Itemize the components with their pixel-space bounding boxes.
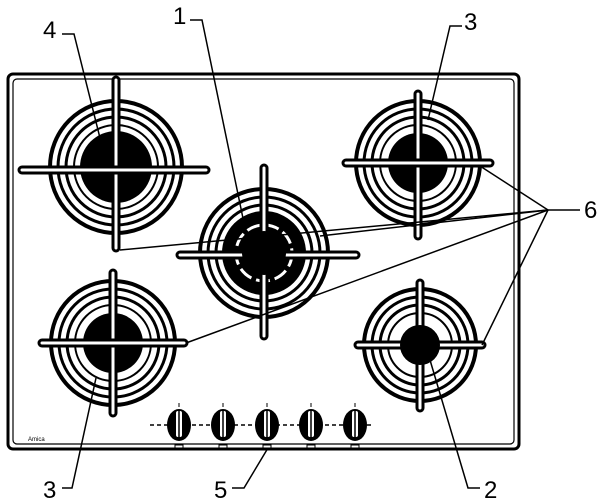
pan-support-icon bbox=[37, 268, 189, 418]
brand-mark: Amica bbox=[28, 437, 45, 443]
burner-semi-rapid-top bbox=[341, 89, 495, 241]
burner-semi-rapid-bottom bbox=[37, 268, 189, 418]
burner-rapid bbox=[17, 75, 211, 253]
burner-auxiliary bbox=[353, 278, 487, 413]
leader-lines bbox=[62, 19, 580, 489]
control-knob-icon bbox=[299, 403, 323, 451]
leader-auxiliary-burner bbox=[429, 359, 480, 489]
control-knob-icon bbox=[343, 403, 367, 451]
leader-wok-burner bbox=[190, 19, 246, 229]
pan-support-icon bbox=[341, 89, 495, 241]
leader-semi-rapid-bottom bbox=[62, 377, 97, 489]
leader-semi-rapid-top bbox=[427, 25, 462, 121]
control-knob-icon bbox=[211, 403, 235, 451]
leader-control-knobs bbox=[232, 447, 269, 489]
callout-rapid-burner: 4 bbox=[43, 17, 56, 44]
control-knobs bbox=[150, 403, 372, 451]
pan-support-icon bbox=[17, 75, 211, 253]
control-knob-icon bbox=[167, 403, 191, 451]
callout-semi-rapid-top: 3 bbox=[464, 9, 477, 36]
control-knob-icon bbox=[255, 403, 279, 451]
callout-auxiliary-burner: 2 bbox=[484, 477, 497, 503]
callout-wok-burner: 1 bbox=[173, 3, 186, 30]
leader-rapid-burner bbox=[62, 33, 101, 139]
burner-wok bbox=[175, 163, 361, 341]
callout-semi-rapid-bottom: 3 bbox=[43, 477, 56, 503]
callout-control-knobs: 5 bbox=[214, 477, 227, 503]
callout-pan-supports: 6 bbox=[584, 197, 597, 224]
leader-pan-supports bbox=[119, 165, 580, 346]
